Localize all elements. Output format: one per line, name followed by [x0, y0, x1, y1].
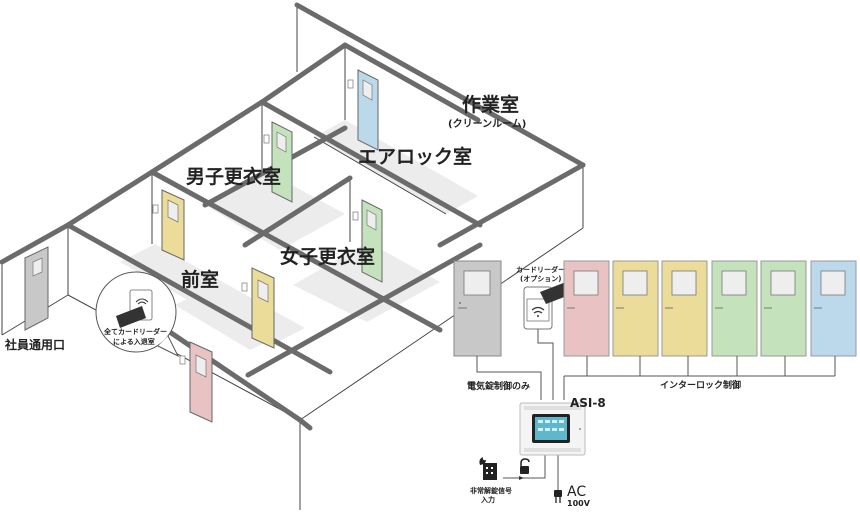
electric-lock-only-label: 電気錠制御のみ	[467, 380, 530, 392]
card-reader-icon	[152, 204, 159, 214]
door-entry-pink[interactable]	[179, 341, 213, 423]
emergency-input-label-2: 入力	[480, 495, 495, 504]
asi8-controller[interactable]: ASI-8	[519, 396, 606, 456]
label-mens-locker: 男子更衣室	[186, 165, 281, 188]
wiring-door-gray[interactable]	[453, 260, 502, 357]
card-reader-icon	[263, 134, 270, 144]
label-womens-locker: 女子更衣室	[280, 245, 375, 268]
wiring-card-reader[interactable]: カードリーダー (オプション)	[516, 265, 572, 330]
floorplan-doors	[24, 69, 383, 423]
card-reader-icon	[179, 355, 186, 365]
unlock-icon	[520, 458, 530, 474]
label-anteroom: 前室	[181, 268, 219, 291]
emergency-input-label: 非常解錠信号	[470, 486, 512, 495]
wires	[476, 329, 836, 490]
power-input: AC 100V	[554, 484, 591, 508]
card-reader-icon	[241, 282, 248, 292]
callout-line-1: 全てカードリーダー	[103, 327, 167, 336]
wiring-door-blue[interactable]	[810, 260, 857, 357]
power-voltage-label: 100V	[567, 499, 591, 508]
emergency-input: 非常解錠信号 入力	[470, 457, 530, 504]
arrow-icon	[519, 476, 524, 480]
door-staff-entrance-gray[interactable]	[24, 246, 49, 331]
door-anteroom-yellow-1[interactable]	[152, 189, 185, 261]
door-anteroom-yellow-2[interactable]	[241, 267, 275, 349]
wiring-door-green-2[interactable]	[760, 260, 807, 357]
door-mens-locker-green[interactable]	[263, 121, 293, 203]
card-reader-label: カードリーダー	[516, 265, 565, 274]
wall-faces	[1, 5, 584, 510]
power-plug-icon	[554, 490, 562, 503]
door-womens-locker-green[interactable]	[352, 199, 383, 283]
wifi-icon	[531, 306, 545, 317]
card-reader-option-label: (オプション)	[520, 274, 561, 283]
building-fire-icon	[479, 457, 497, 480]
controller-model-label: ASI-8	[570, 396, 606, 410]
label-workroom-sub: (クリーンルーム)	[448, 118, 526, 130]
card-reader-icon	[352, 211, 359, 221]
label-airlock: エアロック室	[358, 145, 472, 168]
card-reader-callout: 全てカードリーダー による入退室	[95, 271, 180, 358]
wiring-door-green-1[interactable]	[711, 260, 758, 357]
id-card-icon	[116, 306, 146, 328]
label-staff-entrance: 社員通用口	[4, 337, 65, 352]
power-label: AC	[567, 484, 586, 500]
wiring-diagram: カードリーダー (オプション)	[453, 260, 857, 508]
wiring-door-yellow-2[interactable]	[661, 260, 708, 357]
card-reader-icon	[347, 79, 354, 89]
interlock-control-label: インターロック制御	[660, 379, 741, 391]
callout-line-2: による入退室	[113, 337, 155, 346]
wifi-icon	[135, 298, 149, 305]
wiring-door-pink[interactable]	[563, 260, 610, 357]
wall-tops	[0, 2, 586, 431]
door-airlock-blue[interactable]	[347, 69, 379, 151]
room-labels: 作業室 (クリーンルーム) エアロック室 男子更衣室 女子更衣室 前室 社員通用…	[4, 93, 526, 352]
wiring-door-yellow-1[interactable]	[612, 260, 659, 357]
label-workroom: 作業室	[462, 93, 519, 116]
